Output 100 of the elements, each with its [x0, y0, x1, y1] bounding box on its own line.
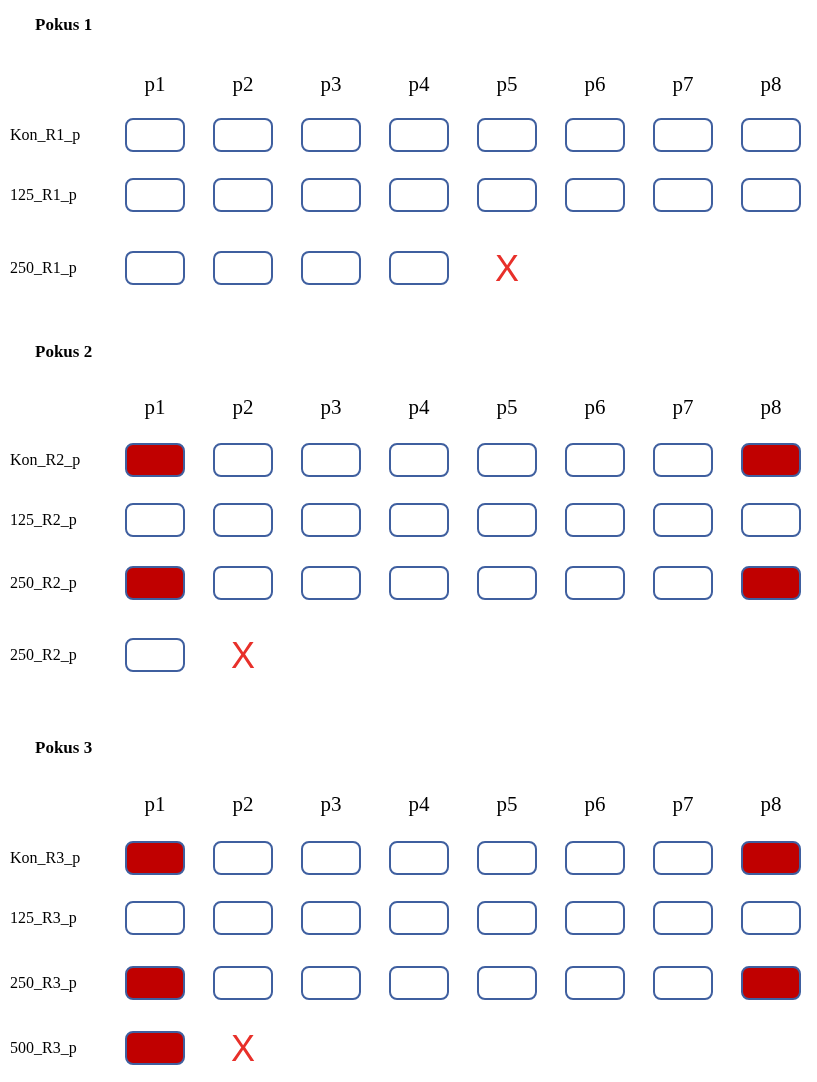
- empty-slot-box: [213, 841, 273, 875]
- empty-slot-box: [565, 118, 625, 152]
- row-label: Kon_R2_p: [10, 452, 81, 468]
- filled-slot-box: [125, 443, 185, 477]
- column-header: p5: [496, 794, 518, 815]
- empty-slot-box: [477, 178, 537, 212]
- empty-slot-box: [301, 566, 361, 600]
- empty-slot-box: [389, 443, 449, 477]
- empty-slot-box: [653, 966, 713, 1000]
- empty-slot-box: [125, 638, 185, 672]
- empty-slot-box: [477, 118, 537, 152]
- row-label: 125_R2_p: [10, 512, 77, 528]
- empty-slot-box: [125, 503, 185, 537]
- column-header: p4: [408, 397, 430, 418]
- empty-slot-box: [213, 901, 273, 935]
- filled-slot-box: [741, 443, 801, 477]
- column-header: p8: [760, 397, 782, 418]
- filled-slot-box: [125, 566, 185, 600]
- empty-slot-box: [653, 901, 713, 935]
- column-header: p7: [672, 397, 694, 418]
- column-header: p8: [760, 794, 782, 815]
- row-label: 250_R3_p: [10, 975, 77, 991]
- empty-slot-box: [653, 443, 713, 477]
- empty-slot-box: [389, 566, 449, 600]
- cross-mark: X: [495, 251, 519, 287]
- row-label: 125_R1_p: [10, 187, 77, 203]
- empty-slot-box: [389, 841, 449, 875]
- empty-slot-box: [389, 901, 449, 935]
- empty-slot-box: [477, 443, 537, 477]
- column-header: p4: [408, 74, 430, 95]
- empty-slot-box: [565, 503, 625, 537]
- empty-slot-box: [565, 566, 625, 600]
- empty-slot-box: [213, 966, 273, 1000]
- empty-slot-box: [477, 841, 537, 875]
- filled-slot-box: [125, 966, 185, 1000]
- empty-slot-box: [565, 178, 625, 212]
- empty-slot-box: [213, 566, 273, 600]
- empty-slot-box: [301, 966, 361, 1000]
- empty-slot-box: [477, 966, 537, 1000]
- row-label: Kon_R3_p: [10, 850, 81, 866]
- column-header: p1: [144, 397, 166, 418]
- empty-slot-box: [477, 503, 537, 537]
- empty-slot-box: [389, 966, 449, 1000]
- section-title: Pokus 1: [35, 16, 93, 33]
- filled-slot-box: [741, 566, 801, 600]
- empty-slot-box: [565, 966, 625, 1000]
- column-header: p1: [144, 794, 166, 815]
- column-header: p1: [144, 74, 166, 95]
- empty-slot-box: [741, 118, 801, 152]
- empty-slot-box: [213, 118, 273, 152]
- empty-slot-box: [301, 443, 361, 477]
- column-header: p5: [496, 74, 518, 95]
- row-label: 125_R3_p: [10, 910, 77, 926]
- empty-slot-box: [653, 566, 713, 600]
- column-header: p2: [232, 794, 254, 815]
- section-title: Pokus 3: [35, 739, 93, 756]
- empty-slot-box: [301, 841, 361, 875]
- row-label: 250_R1_p: [10, 260, 77, 276]
- empty-slot-box: [389, 178, 449, 212]
- column-header: p3: [320, 74, 342, 95]
- empty-slot-box: [213, 251, 273, 285]
- empty-slot-box: [477, 901, 537, 935]
- filled-slot-box: [125, 1031, 185, 1065]
- filled-slot-box: [741, 966, 801, 1000]
- column-header: p5: [496, 397, 518, 418]
- column-header: p8: [760, 74, 782, 95]
- column-header: p2: [232, 74, 254, 95]
- column-header: p3: [320, 794, 342, 815]
- empty-slot-box: [301, 503, 361, 537]
- cross-mark: X: [231, 1031, 255, 1067]
- empty-slot-box: [213, 443, 273, 477]
- row-label: 250_R2_p: [10, 647, 77, 663]
- empty-slot-box: [125, 178, 185, 212]
- column-header: p7: [672, 74, 694, 95]
- section-title: Pokus 2: [35, 343, 93, 360]
- empty-slot-box: [301, 178, 361, 212]
- cross-mark: X: [231, 638, 255, 674]
- empty-slot-box: [125, 251, 185, 285]
- empty-slot-box: [653, 178, 713, 212]
- column-header: p3: [320, 397, 342, 418]
- empty-slot-box: [301, 901, 361, 935]
- column-header: p7: [672, 794, 694, 815]
- empty-slot-box: [389, 251, 449, 285]
- column-header: p6: [584, 397, 606, 418]
- empty-slot-box: [653, 118, 713, 152]
- column-header: p2: [232, 397, 254, 418]
- filled-slot-box: [741, 841, 801, 875]
- empty-slot-box: [389, 118, 449, 152]
- filled-slot-box: [125, 841, 185, 875]
- empty-slot-box: [565, 901, 625, 935]
- empty-slot-box: [389, 503, 449, 537]
- empty-slot-box: [477, 566, 537, 600]
- empty-slot-box: [741, 178, 801, 212]
- column-header: p6: [584, 74, 606, 95]
- column-header: p4: [408, 794, 430, 815]
- empty-slot-box: [125, 901, 185, 935]
- empty-slot-box: [653, 841, 713, 875]
- empty-slot-box: [653, 503, 713, 537]
- row-label: Kon_R1_p: [10, 127, 81, 143]
- row-label: 500_R3_p: [10, 1040, 77, 1056]
